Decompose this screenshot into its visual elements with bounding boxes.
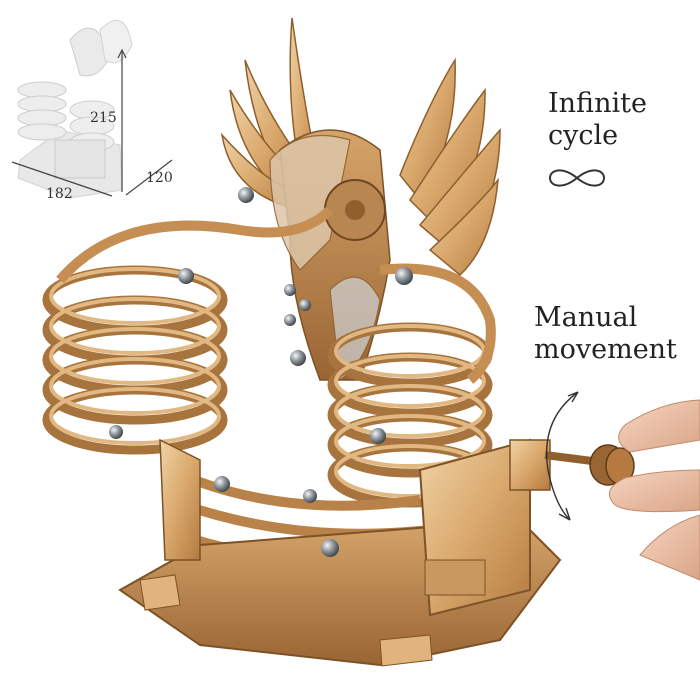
dimension-width: 182 bbox=[46, 186, 73, 202]
manual-movement-label-line2: movement bbox=[534, 334, 677, 365]
infinite-cycle-label-line2: cycle bbox=[548, 120, 619, 151]
steel-balls bbox=[109, 187, 413, 557]
dimension-depth: 120 bbox=[146, 170, 173, 186]
rotation-arrow-icon bbox=[545, 391, 579, 521]
top-rail bbox=[56, 206, 334, 284]
right-wing bbox=[399, 57, 501, 277]
hand bbox=[608, 399, 700, 581]
central-tower bbox=[269, 129, 391, 382]
dimension-lines bbox=[11, 48, 173, 197]
dimension-height: 215 bbox=[90, 110, 117, 126]
right-spiral-highlight bbox=[334, 324, 486, 498]
infinite-cycle-label-line1: Infinite bbox=[548, 88, 647, 119]
crank-handle bbox=[509, 439, 635, 491]
right-rail bbox=[379, 263, 496, 384]
base bbox=[118, 438, 562, 667]
manual-movement-label-line1: Manual bbox=[534, 302, 638, 333]
left-spiral-highlight bbox=[49, 267, 221, 445]
model-thumbnail bbox=[17, 19, 133, 199]
infinity-icon bbox=[548, 169, 606, 187]
